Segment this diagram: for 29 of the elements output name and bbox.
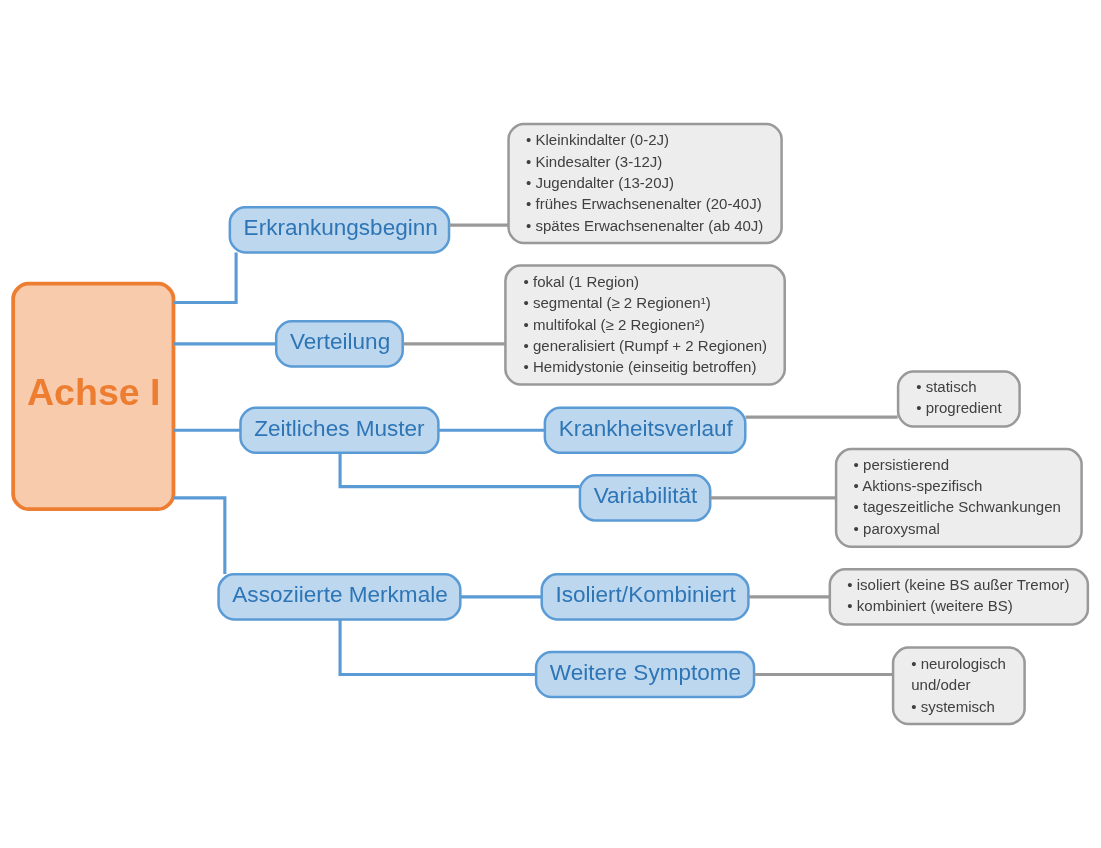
- connector: [173, 252, 238, 305]
- connector: [754, 672, 893, 677]
- node-box: Verteilung: [274, 320, 404, 368]
- connector: [338, 619, 536, 677]
- connector: [173, 428, 241, 432]
- node-box: Assoziierte Merkmale: [217, 573, 462, 621]
- node-box: Weitere Symptome: [534, 650, 756, 699]
- connector: [338, 452, 580, 489]
- connector: [438, 428, 545, 432]
- connector: [449, 223, 509, 227]
- node-box: Isoliert/Kombiniert: [540, 573, 750, 621]
- node-box: Achse I: [11, 281, 176, 512]
- connector: [402, 342, 506, 346]
- node-box: • Kleinkindalter (0-2J) • Kindesalter (3-12J) • Jugendalter (13-20J) • frühes Erwachsenenalter (20-40J) • spätes Erwachsenenalter (ab 40J): [507, 122, 783, 245]
- connector: [173, 496, 227, 574]
- connector: [173, 342, 277, 346]
- node-box: • isoliert (keine BS außer Tremor) • kombiniert (weitere BS): [828, 568, 1090, 626]
- node-box: Krankheitsverlauf: [543, 406, 747, 455]
- node-box: • fokal (1 Region) • segmental (≥ 2 Regionen¹) • multifokal (≥ 2 Regionen²) • generalisiert (Rumpf + 2 Regionen) • Hemidystonie (einseitig betroffen): [504, 264, 786, 386]
- connector: [745, 415, 898, 419]
- connector: [710, 496, 836, 500]
- connector: [748, 595, 830, 599]
- node-box: Variabilität: [578, 474, 712, 522]
- node-box: Zeitliches Muster: [239, 406, 440, 455]
- node-box: • statisch • progredient: [896, 370, 1021, 428]
- node-box: Erkrankungsbeginn: [228, 206, 451, 254]
- node-box: • persistierend • Aktions-spezifisch • tageszeitliche Schwankungen • paroxysmal: [834, 447, 1083, 548]
- connector: [460, 595, 542, 599]
- node-box: • neurologisch und/oder • systemisch: [891, 646, 1026, 726]
